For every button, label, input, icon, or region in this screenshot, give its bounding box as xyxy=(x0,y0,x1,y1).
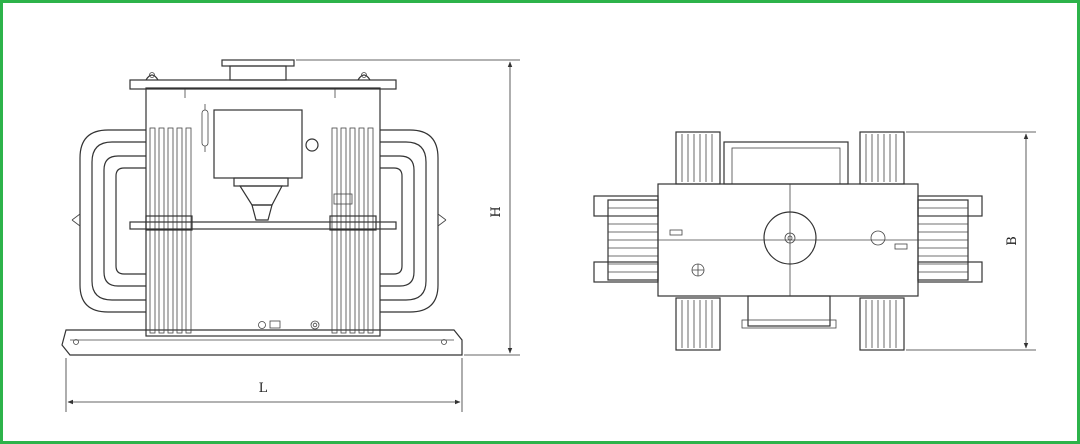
tank-body xyxy=(145,87,381,337)
base-skid xyxy=(61,329,463,356)
length-dimension-label: L xyxy=(259,381,268,396)
height-dimension-label: H xyxy=(489,206,504,217)
bottom-view-flange xyxy=(747,295,831,327)
bottom-right-fins xyxy=(859,297,905,351)
terminal-box xyxy=(213,109,303,179)
top-left-fins xyxy=(675,131,721,185)
right-radiator xyxy=(380,129,447,313)
top-right-fins xyxy=(859,131,905,185)
top-flange xyxy=(221,59,295,67)
front-view: H L xyxy=(61,59,520,412)
bottom-left-fins xyxy=(675,297,721,351)
left-side-radiator xyxy=(593,195,659,283)
cable-gland xyxy=(238,185,283,206)
right-side-radiator xyxy=(917,195,983,283)
clamp-bar xyxy=(129,221,397,230)
width-dimension-label: B xyxy=(1005,236,1020,246)
top-view: B xyxy=(593,131,1036,351)
left-radiator xyxy=(71,129,146,313)
center-bushing xyxy=(763,211,817,265)
oil-gauge xyxy=(201,109,209,147)
